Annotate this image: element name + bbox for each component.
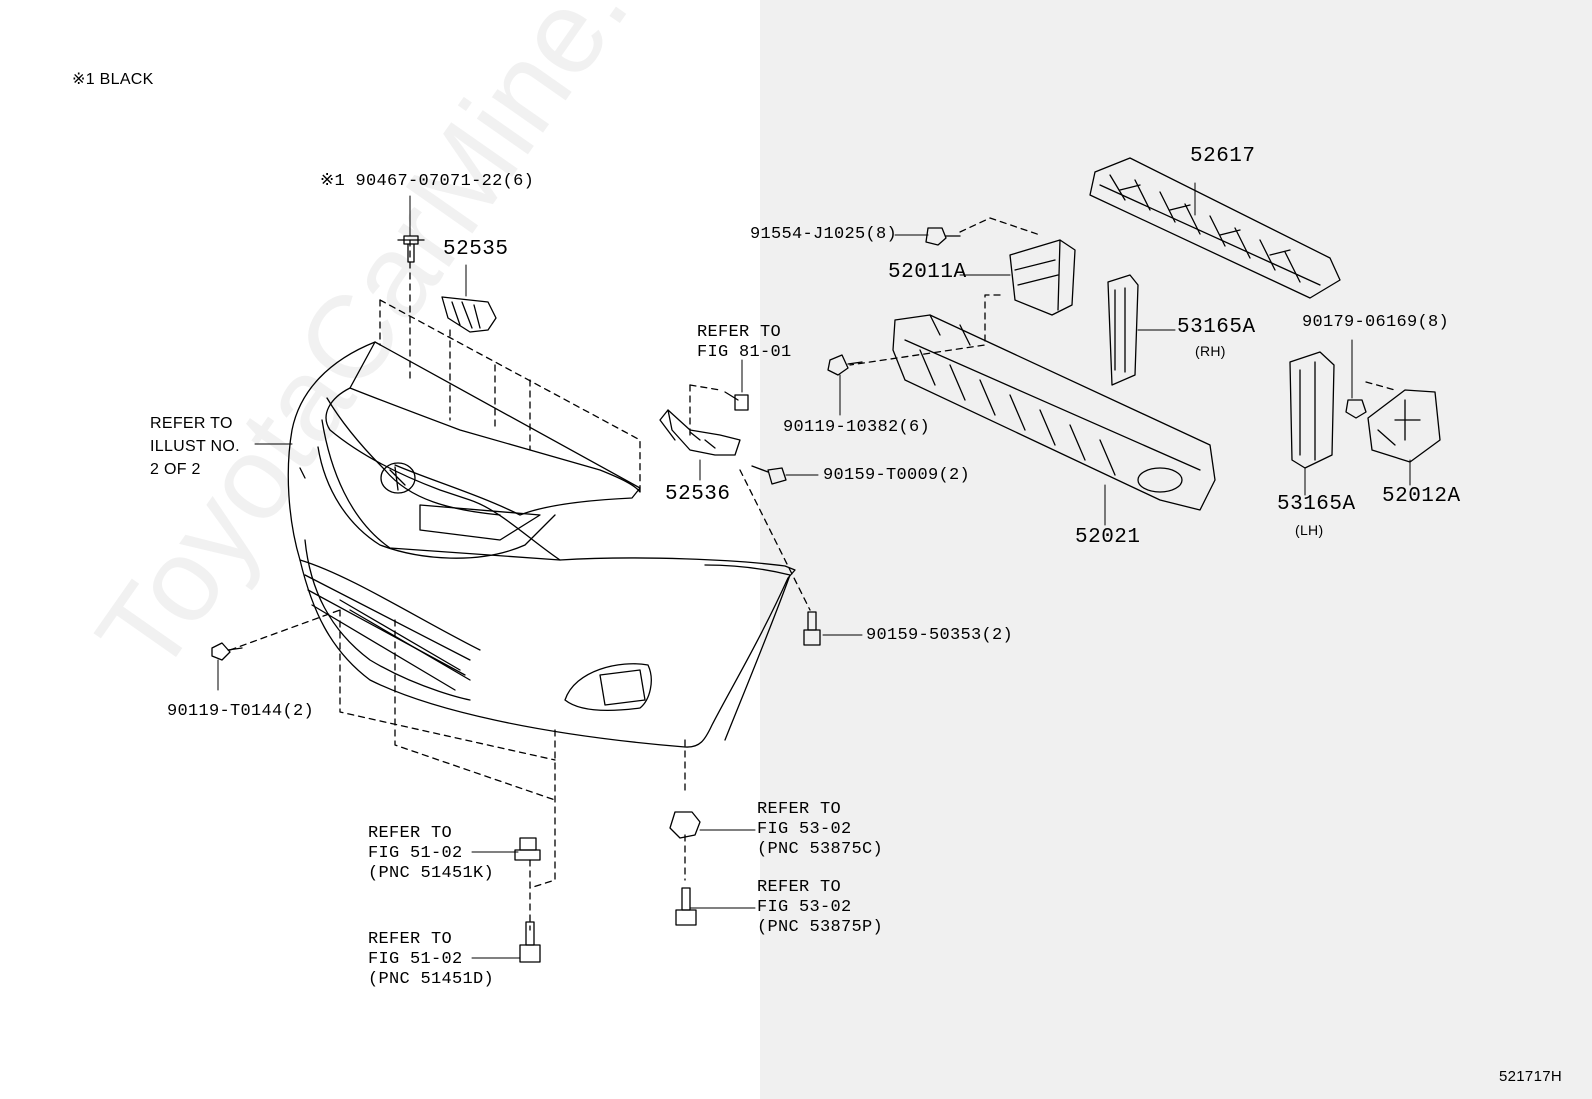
nut-90179 xyxy=(1345,399,1367,419)
label-refer-illust: REFER TO ILLUST NO. 2 OF 2 xyxy=(150,415,240,478)
label-90119-T0144: 90119-T0144(2) xyxy=(167,702,315,721)
label-52011A: 52011A xyxy=(888,261,967,284)
bolt-fig8101 xyxy=(724,391,749,411)
label-52012A: 52012A xyxy=(1382,485,1461,508)
label-refer-5302-c: REFER TO FIG 53-02 (PNC 53875C) xyxy=(757,800,884,859)
leader-lines xyxy=(217,182,1411,959)
label-53165A-rh: 53165A xyxy=(1177,316,1256,339)
label-90179: 90179-06169(8) xyxy=(1302,313,1450,332)
label-52021: 52021 xyxy=(1075,526,1141,549)
bolt-51451D xyxy=(519,921,541,963)
label-refer-5102-k: REFER TO FIG 51-02 (PNC 51451K) xyxy=(368,824,495,883)
label-90119-10382: 90119-10382(6) xyxy=(783,418,931,437)
retainer-53165A-RH xyxy=(1107,274,1139,386)
bracket-52012A xyxy=(1367,389,1441,463)
label-rh: (RH) xyxy=(1195,343,1226,359)
bolt-90119-10382 xyxy=(827,354,863,376)
clip-53875C xyxy=(669,811,701,839)
label-90467: ※1 90467-07071-22(6) xyxy=(320,172,535,191)
label-lh: (LH) xyxy=(1295,522,1324,538)
label-52617: 52617 xyxy=(1190,145,1256,168)
label-53165A-lh: 53165A xyxy=(1277,493,1356,516)
bolt-53875P xyxy=(675,887,697,926)
bracket-52536 xyxy=(659,409,741,456)
shaded-panel xyxy=(760,0,1592,1099)
label-52535: 52535 xyxy=(443,238,509,261)
label-refer-5102-d: REFER TO FIG 51-02 (PNC 51451D) xyxy=(368,930,495,989)
figure-code: 521717H xyxy=(1499,1068,1562,1085)
bolt-90159-T0009 xyxy=(751,465,787,485)
label-52536: 52536 xyxy=(665,483,731,506)
label-90159-50353: 90159-50353(2) xyxy=(866,626,1014,645)
clip-51451K xyxy=(514,837,541,861)
bracket-52535 xyxy=(441,296,497,333)
label-refer-fig8101: REFER TO FIG 81-01 xyxy=(697,323,792,362)
bracket-52011A xyxy=(1009,239,1076,316)
retainer-53165A-LH xyxy=(1289,351,1335,469)
label-90159-T0009: 90159-T0009(2) xyxy=(823,466,971,485)
bolt-90159-50353 xyxy=(803,611,821,646)
absorber-52617 xyxy=(1089,157,1341,299)
bumper-cover-drawing xyxy=(287,341,796,748)
bolt-90119-T0144 xyxy=(211,642,243,661)
bolt-91554 xyxy=(925,227,961,246)
reinforcement-52021 xyxy=(892,314,1216,511)
label-91554: 91554-J1025(8) xyxy=(750,225,898,244)
clip-90467 xyxy=(397,235,425,263)
note-black: ※1 BLACK xyxy=(72,71,154,88)
label-refer-5302-p: REFER TO FIG 53-02 (PNC 53875P) xyxy=(757,878,884,937)
dashed-guides-left xyxy=(229,239,811,931)
